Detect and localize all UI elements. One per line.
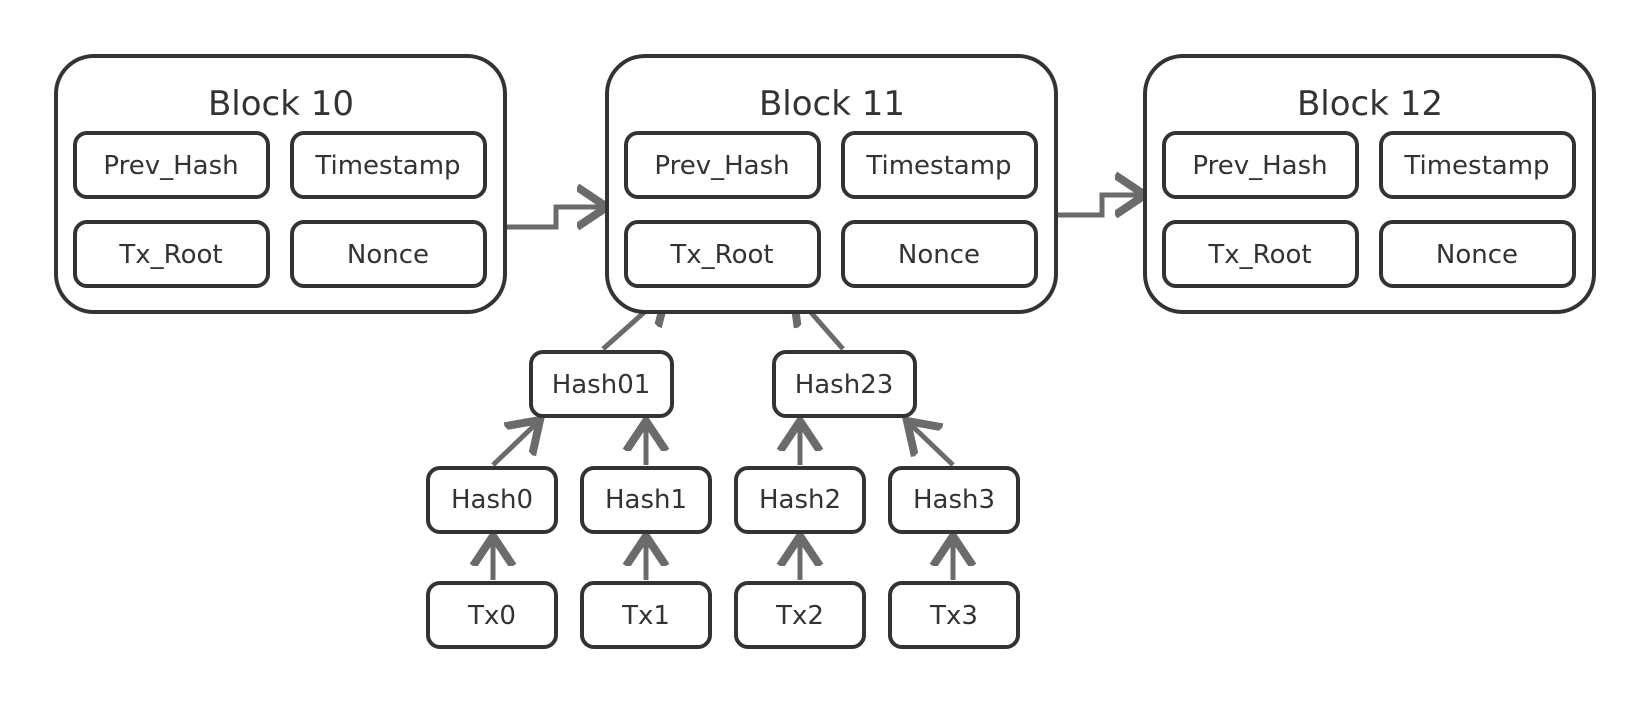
edges [493, 195, 1145, 580]
hash0-node [426, 466, 558, 534]
block-12-title: Block 12 [1297, 84, 1443, 124]
block-11-tx-root-box [624, 220, 821, 288]
tx2-label: Tx2 [775, 601, 824, 631]
tx3-node [888, 581, 1020, 649]
tx3-label: Tx3 [929, 601, 978, 631]
block-11-tx-root-label: Tx_Root [669, 240, 773, 270]
transactions: Tx0 Tx1 Tx2 Tx3 [426, 581, 1020, 649]
tx1-node [580, 581, 712, 649]
hash01-label: Hash01 [552, 370, 651, 400]
block-11-timestamp-label: Timestamp [865, 151, 1011, 181]
block-12-prev-hash-box [1162, 131, 1359, 199]
hash3-node [888, 466, 1020, 534]
hash01-node [529, 350, 674, 418]
hash23-node [772, 350, 917, 418]
block-12-nonce-label: Nonce [1436, 240, 1518, 270]
block-10-timestamp-label: Timestamp [314, 151, 460, 181]
block-12-tx-root-box [1162, 220, 1359, 288]
block-10-prev-hash-label: Prev_Hash [103, 151, 238, 181]
block-11: Block 11 Prev_Hash Timestamp Tx_Root Non… [605, 54, 1058, 314]
merkle-level-2: Hash0 Hash1 Hash2 Hash3 [426, 466, 1020, 534]
hash1-label: Hash1 [605, 485, 687, 515]
block-12-timestamp-label: Timestamp [1403, 151, 1549, 181]
tx0-node [426, 581, 558, 649]
block-10-tx-root-box [73, 220, 270, 288]
tx1-label: Tx1 [621, 601, 670, 631]
block-10-title: Block 10 [208, 84, 354, 124]
block-10-nonce-label: Nonce [347, 240, 429, 270]
tx0-label: Tx0 [467, 601, 516, 631]
chain-arrow-block10-block11 [502, 207, 607, 227]
block-10-tx-root-label: Tx_Root [118, 240, 222, 270]
block-12-timestamp-box [1379, 131, 1576, 199]
block-10: Block 10 Prev_Hash Timestamp Tx_Root Non… [54, 54, 507, 314]
hash2-node [734, 466, 866, 534]
tx2-node [734, 581, 866, 649]
block-11-prev-hash-box [624, 131, 821, 199]
block-11-nonce-label: Nonce [898, 240, 980, 270]
block-12-prev-hash-label: Prev_Hash [1192, 151, 1327, 181]
block-11-title: Block 11 [759, 84, 905, 124]
block-10-nonce-box [290, 220, 487, 288]
arrow-hash0-to-hash01 [491, 420, 540, 467]
block-10-timestamp-box [290, 131, 487, 199]
block-11-nonce-box [841, 220, 1038, 288]
hash2-label: Hash2 [759, 485, 841, 515]
hash1-node [580, 466, 712, 534]
block-12: Block 12 Prev_Hash Timestamp Tx_Root Non… [1143, 54, 1596, 314]
merkle-level-1: Hash01 Hash23 [529, 350, 917, 418]
block-12-nonce-box [1379, 220, 1576, 288]
hash0-label: Hash0 [451, 485, 533, 515]
arrow-hash3-to-hash23 [907, 421, 955, 467]
hash3-label: Hash3 [913, 485, 995, 515]
chain-arrow-block11-block12 [1057, 195, 1145, 215]
block-11-prev-hash-label: Prev_Hash [654, 151, 789, 181]
hash23-label: Hash23 [795, 370, 894, 400]
block-10-prev-hash-box [73, 131, 270, 199]
block-11-timestamp-box [841, 131, 1038, 199]
block-12-tx-root-label: Tx_Root [1207, 240, 1311, 270]
